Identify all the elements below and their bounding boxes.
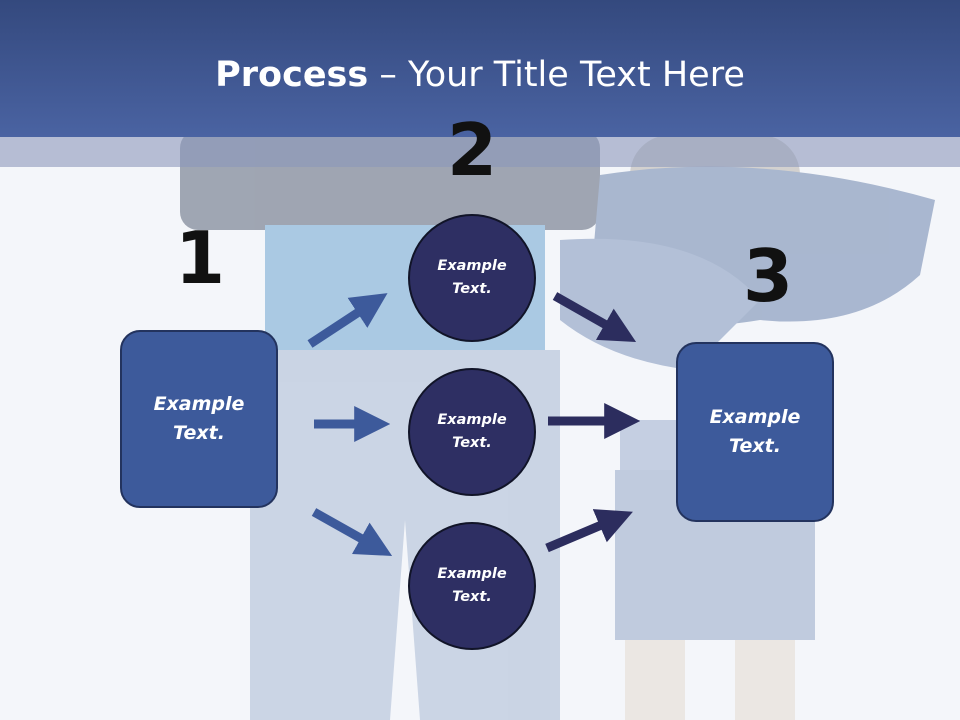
title-rest: – Your Title Text Here: [368, 55, 745, 95]
header-band: [0, 137, 960, 167]
step-number-1: 1: [174, 216, 226, 300]
arrow-to-box-top-icon: [552, 292, 637, 342]
step-number-2: 2: [446, 108, 498, 192]
arrow-up-right-icon: [307, 293, 388, 348]
circle-middle[interactable]: Example Text.: [408, 368, 536, 496]
circle-bottom-text: Example Text.: [437, 566, 507, 605]
arrow-to-box-bottom-icon: [545, 509, 633, 553]
right-text-box[interactable]: Example Text.: [676, 342, 834, 522]
header-bar: [0, 0, 960, 137]
circle-middle-text: Example Text.: [437, 412, 507, 451]
arrow-down-right-icon: [311, 508, 393, 556]
right-box-text: Example Text.: [709, 406, 801, 457]
circle-bottom[interactable]: Example Text.: [408, 522, 536, 650]
step-number-3: 3: [742, 234, 794, 318]
left-text-box[interactable]: Example Text.: [120, 330, 278, 508]
circle-top[interactable]: Example Text.: [408, 214, 536, 342]
left-box-text: Example Text.: [153, 393, 245, 444]
title-bold: Process: [215, 55, 369, 95]
circle-top-text: Example Text.: [437, 258, 507, 297]
slide-title: Process – Your Title Text Here: [0, 52, 960, 98]
